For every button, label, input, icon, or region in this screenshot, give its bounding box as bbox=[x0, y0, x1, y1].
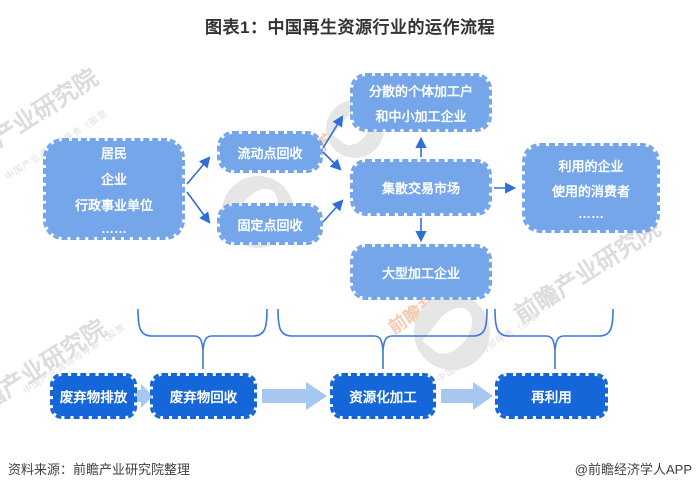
box-line: 废弃物排放 bbox=[59, 390, 128, 405]
arrow-fixed-to-market bbox=[322, 199, 344, 223]
box-line: 大型加工企业 bbox=[381, 265, 460, 281]
box-stage-reuse: 再利用 bbox=[495, 373, 608, 419]
box-large-processors: 大型加工企业 bbox=[350, 244, 492, 300]
box-line: 利用的企业 bbox=[558, 158, 624, 174]
arrow-source-to-fixed bbox=[186, 191, 211, 224]
box-line: 和中小加工企业 bbox=[375, 108, 467, 124]
box-line: 居民 bbox=[100, 145, 127, 161]
box-line: 集散交易市场 bbox=[381, 181, 460, 196]
box-stage-resource-processing: 资源化加工 bbox=[330, 373, 436, 419]
box-line: 资源化加工 bbox=[349, 390, 417, 405]
source-note: 资料来源：前瞻产业研究院整理 bbox=[8, 462, 191, 477]
brace-processing bbox=[277, 308, 488, 369]
box-trading-market: 集散交易市场 bbox=[350, 159, 492, 216]
brace-reuse bbox=[494, 308, 614, 369]
box-line: …… bbox=[101, 220, 127, 236]
arrow-mobile-to-market bbox=[322, 151, 342, 171]
watermark-logo-icon bbox=[414, 294, 490, 370]
block-arrow-stage2-3 bbox=[262, 382, 327, 410]
box-line: 企业 bbox=[100, 171, 127, 187]
box-line: 分散的个体加工户 bbox=[368, 83, 473, 99]
box-line: 流动点回收 bbox=[237, 145, 303, 161]
figure-title: 图表1：中国再生资源行业的运作流程 bbox=[205, 18, 495, 37]
box-line: 固定点回收 bbox=[237, 217, 303, 233]
box-line: 使用的消费者 bbox=[551, 183, 630, 199]
arrow-source-to-mobile bbox=[186, 156, 211, 185]
box-scattered-processors: 分散的个体加工户 和中小加工企业 bbox=[350, 73, 492, 132]
block-arrow-stage1-2 bbox=[135, 384, 153, 408]
box-line: 废弃物回收 bbox=[169, 390, 238, 405]
brace-recycle bbox=[137, 308, 268, 369]
box-stage-waste-recycling: 废弃物回收 bbox=[150, 373, 257, 419]
box-fixed-collection: 固定点回收 bbox=[217, 203, 323, 245]
box-line: …… bbox=[578, 205, 604, 221]
arrow-mobile-to-scatter bbox=[322, 115, 344, 149]
block-arrow-stage3-4 bbox=[441, 382, 493, 410]
box-stage-waste-discharge: 废弃物排放 bbox=[50, 373, 137, 419]
box-source-entities: 居民 企业 行政事业单位 …… bbox=[43, 138, 185, 240]
credit-note: @前瞻经济学人APP bbox=[574, 462, 692, 477]
box-line: 再利用 bbox=[531, 390, 572, 405]
box-mobile-collection: 流动点回收 bbox=[217, 131, 323, 173]
box-line: 行政事业单位 bbox=[74, 197, 153, 213]
box-end-users: 利用的企业 使用的消费者 …… bbox=[522, 143, 660, 233]
